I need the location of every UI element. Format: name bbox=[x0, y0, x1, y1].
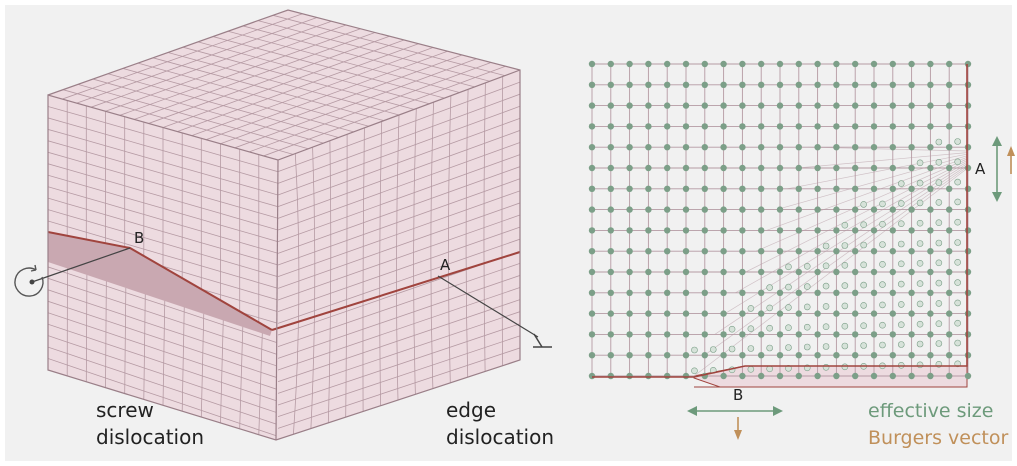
label-a-lattice: A bbox=[975, 160, 986, 178]
atom-lattice bbox=[589, 61, 971, 387]
screw-label-line2: dislocation bbox=[96, 425, 204, 449]
burgers-arrow-vertical bbox=[1007, 146, 1015, 174]
label-a-cube: A bbox=[440, 256, 451, 274]
legend-effective-size: effective size bbox=[868, 400, 993, 422]
lattice-bonds bbox=[592, 64, 968, 376]
crystal-cube bbox=[48, 10, 520, 440]
edge-label-line1: edge bbox=[446, 398, 496, 422]
effective-size-arrow-vertical bbox=[992, 136, 1002, 202]
perpendicular-icon bbox=[533, 334, 552, 347]
label-b-lattice: B bbox=[733, 386, 743, 404]
edge-label-line2: dislocation bbox=[446, 425, 554, 449]
legend-burgers-vector: Burgers vector bbox=[868, 427, 1009, 449]
screw-label-line1: screw bbox=[96, 398, 154, 422]
effective-size-arrow-horizontal bbox=[687, 406, 783, 416]
label-b-cube: B bbox=[134, 229, 144, 247]
rotation-arrow-icon bbox=[15, 265, 43, 296]
burgers-arrow-horizontal bbox=[734, 417, 742, 440]
